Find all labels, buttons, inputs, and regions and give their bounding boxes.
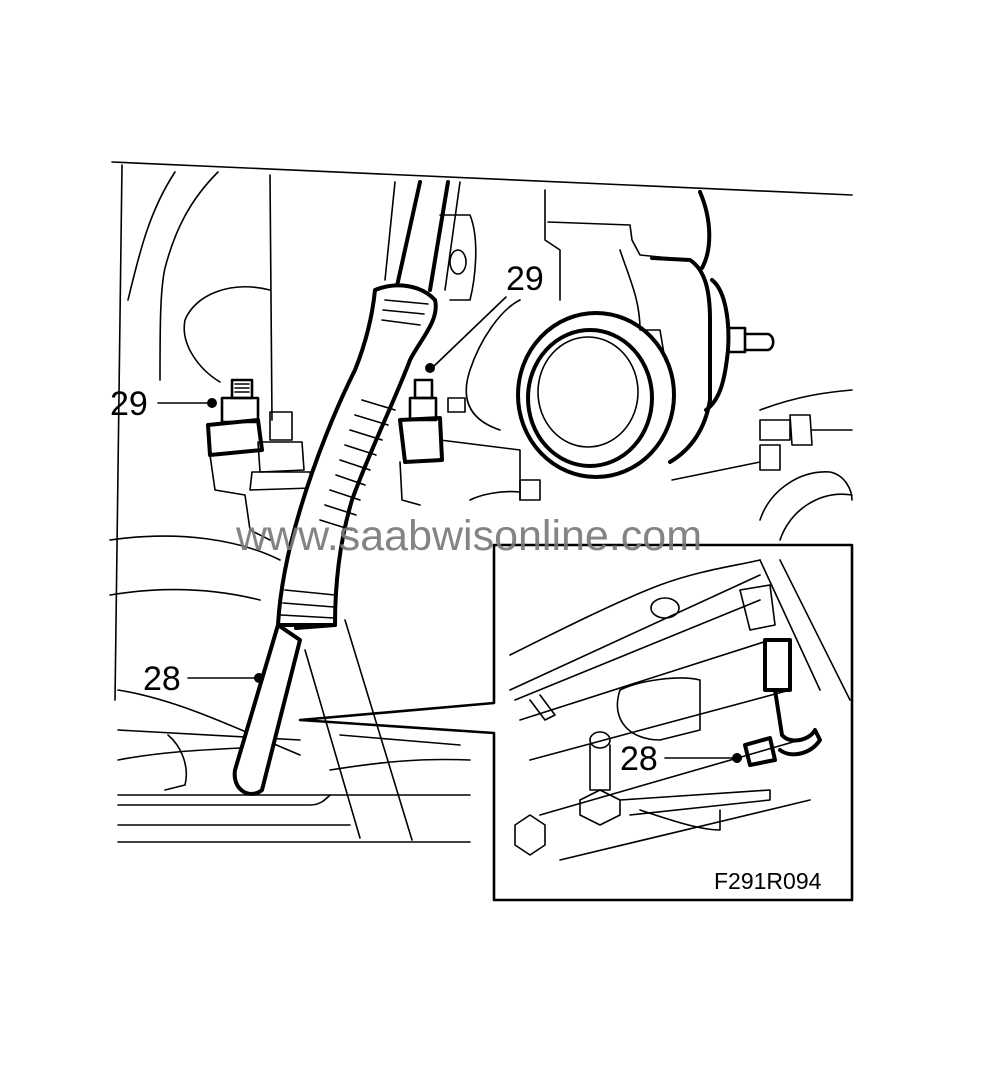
top-border-line bbox=[111, 161, 853, 196]
callout-29-left: 29 bbox=[110, 385, 148, 423]
figure-code: F291R094 bbox=[714, 868, 822, 894]
callout-28-main: 28 bbox=[143, 660, 181, 698]
watermark-text: www.saabwisonline.com bbox=[236, 512, 703, 560]
inset-frame bbox=[298, 543, 854, 902]
callout-28-inset: 28 bbox=[620, 740, 658, 778]
callout-29-right: 29 bbox=[506, 260, 544, 298]
